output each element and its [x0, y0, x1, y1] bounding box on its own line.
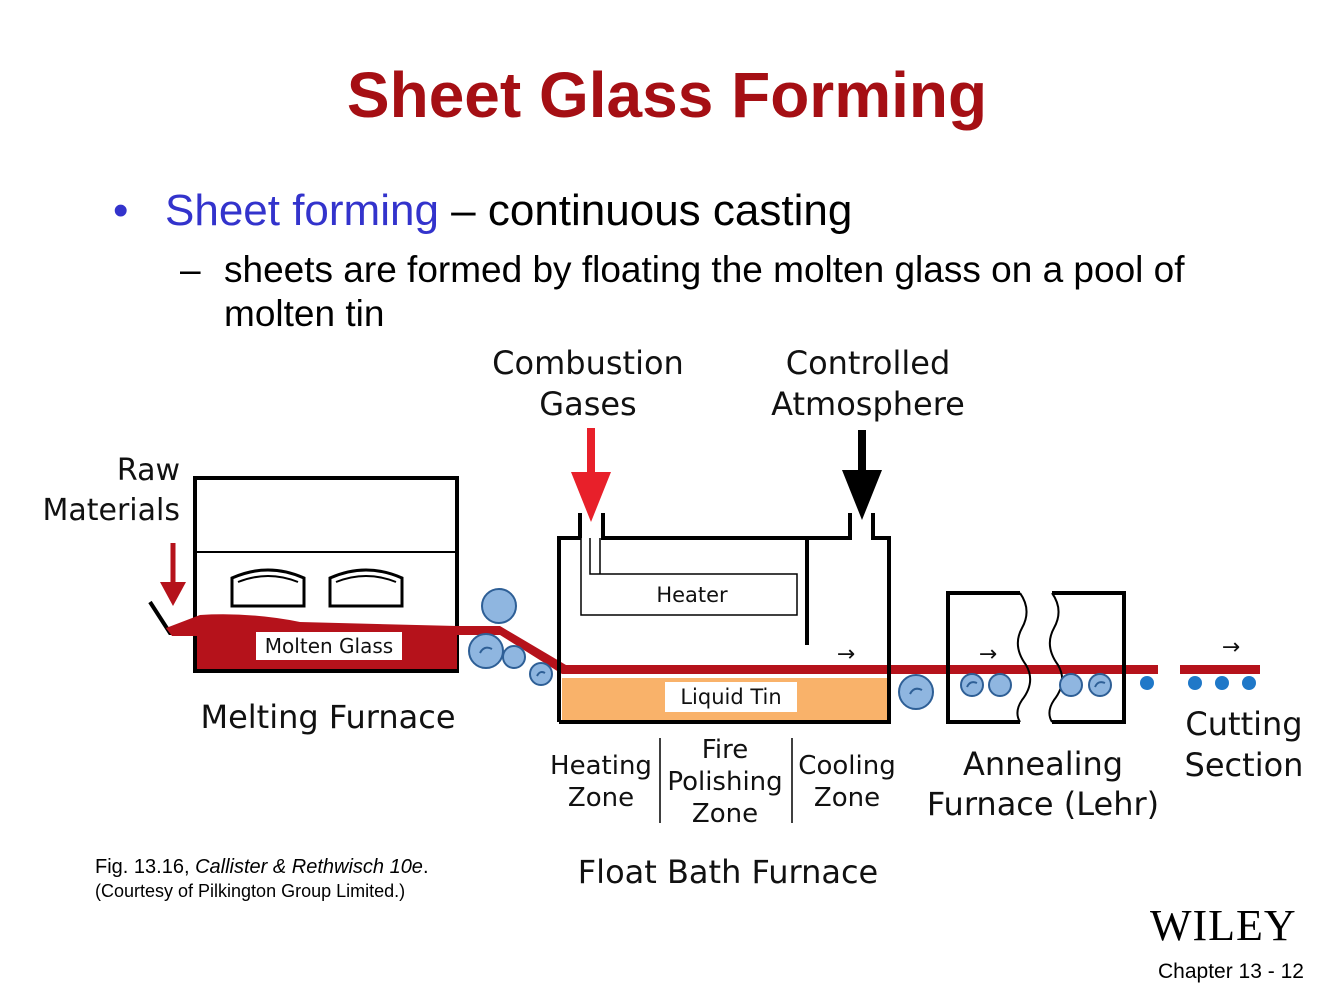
cooling-zone-label-2: Zone	[814, 783, 880, 813]
liquid-tin-label: Liquid Tin	[680, 685, 781, 709]
wiley-logo: WILEY	[1150, 901, 1297, 950]
annealing-furnace-label-1: Annealing	[963, 745, 1123, 783]
roller-curl	[479, 646, 493, 654]
cooling-zone-label-1: Cooling	[798, 751, 895, 781]
molten-glass-label: Molten Glass	[265, 634, 393, 658]
controlled-atmosphere-label-1: Controlled	[786, 344, 951, 382]
roller	[960, 673, 984, 697]
bullet-main: • Sheet forming – continuous casting	[113, 186, 852, 236]
sub-bullet-text: sheets are formed by floating the molten…	[224, 249, 1185, 334]
roller	[481, 588, 517, 624]
flow-arrow: →	[837, 642, 855, 667]
caption-period: .	[422, 856, 429, 878]
sub-bullet: – sheets are formed by floating the molt…	[180, 248, 1204, 336]
combustion-gases-label-2: Gases	[539, 385, 636, 423]
cutting-roller	[1188, 676, 1202, 690]
sub-bullet-dash: –	[180, 249, 201, 290]
roller	[1059, 673, 1083, 697]
lehr-flow-arrow: →	[979, 642, 997, 667]
float-bath-wall-right	[559, 513, 891, 724]
fire-polishing-label-2: Polishing	[667, 767, 782, 797]
roller	[529, 662, 553, 686]
roller	[898, 674, 934, 710]
cutting-roller	[1140, 676, 1154, 690]
bullet-term: Sheet forming	[165, 186, 439, 235]
annealing-furnace-label-2: Furnace (Lehr)	[927, 785, 1159, 823]
burner-arch-inner	[335, 575, 397, 583]
chapter-page-number: Chapter 13 - 12	[1158, 960, 1304, 983]
molten-glass-label-box	[256, 632, 402, 660]
raw-materials-label-1: Raw	[117, 453, 180, 488]
raw-materials-label-2: Materials	[42, 493, 180, 528]
heating-zone-label-1: Heating	[550, 751, 652, 781]
lehr-break-left	[1016, 592, 1032, 723]
roller-curl	[536, 671, 546, 677]
controlled-atmosphere-label-2: Atmosphere	[771, 385, 965, 423]
roller-curl	[1094, 681, 1106, 688]
roller-curl	[966, 681, 978, 688]
heating-zone-label-2: Zone	[568, 783, 634, 813]
fire-polishing-label-1: Fire	[702, 735, 748, 765]
glass-ribbon	[457, 626, 1158, 674]
cutting-section-label-2: Section	[1185, 746, 1304, 784]
heater-label: Heater	[656, 583, 728, 607]
float-bath-furnace-label: Float Bath Furnace	[578, 853, 878, 891]
liquid-tin-label-box	[665, 682, 797, 712]
caption-line-1: Fig. 13.16, Callister & Rethwisch 10e.	[95, 855, 429, 879]
roller	[502, 645, 526, 669]
cutting-roller	[1242, 676, 1256, 690]
atmosphere-arrow-head	[842, 470, 882, 520]
cutting-flow-arrow: →	[1222, 635, 1240, 660]
roller	[1088, 673, 1112, 697]
slide-title: Sheet Glass Forming	[346, 59, 988, 131]
melting-furnace-label: Melting Furnace	[200, 698, 455, 736]
roller	[988, 673, 1012, 697]
caption-authors: Callister & Rethwisch 10e	[195, 856, 423, 878]
float-bath-roof	[601, 513, 852, 540]
combustion-arrow-head	[571, 472, 611, 522]
fire-polishing-label-3: Zone	[692, 799, 758, 829]
cutting-roller	[1215, 676, 1229, 690]
cutting-section-label-1: Cutting	[1185, 705, 1302, 743]
caption-fig: Fig. 13.16,	[95, 856, 196, 878]
lehr-break-right	[1048, 592, 1064, 723]
figure-caption: Fig. 13.16, Callister & Rethwisch 10e. (…	[95, 855, 429, 903]
bullet-rest: – continuous casting	[438, 186, 853, 235]
cut-glass-sheet	[1180, 665, 1260, 674]
float-bath-wall-left	[557, 513, 582, 722]
raw-materials-arrow-head	[160, 582, 186, 606]
combustion-gases-label-1: Combustion	[492, 344, 684, 382]
roller-curl	[909, 687, 923, 695]
lehr-right-section	[1052, 591, 1126, 724]
caption-courtesy: (Courtesy of Pilkington Group Limited.)	[95, 881, 406, 901]
roller	[468, 633, 504, 669]
lehr-left-section	[946, 591, 1020, 724]
bullet-dot: •	[113, 186, 129, 235]
burner-arch-inner	[237, 575, 299, 583]
heater-body	[580, 538, 798, 616]
